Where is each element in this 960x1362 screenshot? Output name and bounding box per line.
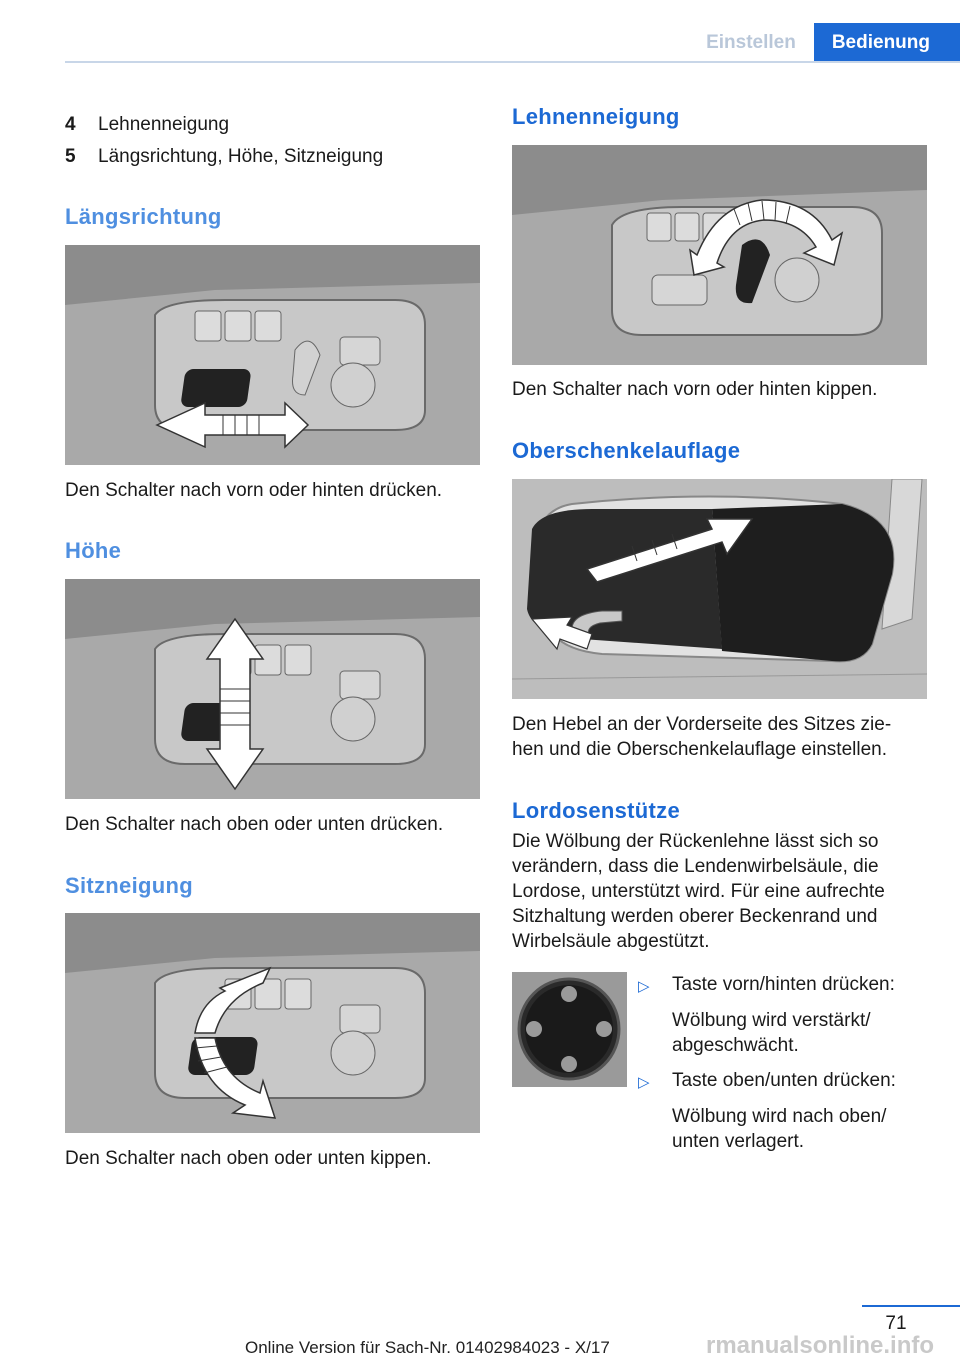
header-rule bbox=[65, 61, 960, 63]
tab-bedienung[interactable]: Bedienung bbox=[813, 23, 960, 62]
triangle-bullet-icon: ▷ bbox=[638, 1074, 650, 1091]
heading-hoehe: Höhe bbox=[65, 538, 122, 563]
bullet-text: Taste oben/unten drücken: bbox=[672, 1070, 896, 1091]
lordose-line: Lordose, unterstützt wird. Für eine aufr… bbox=[512, 881, 885, 902]
tab-einstellen[interactable]: Einstellen bbox=[688, 23, 814, 62]
bullet-subtext: Wölbung wird nach oben/ unten verlagert. bbox=[638, 1104, 938, 1154]
bullet-item: ▷ Taste vorn/hinten drücken: bbox=[638, 972, 938, 999]
figure-backrest-tilt bbox=[512, 145, 927, 365]
list-item: 4 Lehnenneigung bbox=[65, 112, 383, 144]
list-item: 5 Längsrichtung, Höhe, Sitzneigung bbox=[65, 144, 383, 176]
heading-sitzneigung: Sitzneigung bbox=[65, 873, 193, 898]
triangle-bullet-icon: ▷ bbox=[638, 978, 650, 995]
list-number: 4 bbox=[65, 114, 76, 135]
caption-laengsrichtung: Den Schalter nach vorn oder hinten drück… bbox=[65, 480, 443, 501]
lordose-line: Die Wölbung der Rückenlehne lässt sich s… bbox=[512, 831, 879, 852]
bullet-subtext: Wölbung wird verstärkt/ abgeschwächt. bbox=[638, 1008, 938, 1058]
figure-seat-switch-up-down bbox=[65, 579, 480, 799]
bullet-item: ▷ Taste oben/unten drücken: bbox=[638, 1068, 938, 1095]
lordose-line: verändern, dass die Lendenwirbelsäule, d… bbox=[512, 856, 879, 877]
caption-hoehe: Den Schalter nach oben oder unten drücke… bbox=[65, 814, 444, 835]
caption-lehnenneigung: Den Schalter nach vorn oder hinten kippe… bbox=[512, 379, 878, 400]
bullet-list: ▷ Taste vorn/hinten drücken: Wölbung wir… bbox=[638, 972, 938, 1154]
caption-sitzneigung: Den Schalter nach oben oder unten kippen… bbox=[65, 1148, 432, 1169]
figure-thigh-support bbox=[512, 479, 927, 699]
heading-lehnenneigung: Lehnenneigung bbox=[512, 104, 680, 129]
bullet-text: Taste vorn/hinten drücken: bbox=[672, 974, 895, 995]
numbered-list: 4 Lehnenneigung 5 Längsrichtung, Höhe, S… bbox=[65, 112, 383, 176]
bullet-subtext-line: abgeschwächt. bbox=[672, 1035, 799, 1056]
bullet-subtext-line: Wölbung wird nach oben/ bbox=[672, 1106, 887, 1127]
heading-lordosenstuetze: Lordosenstütze bbox=[512, 798, 680, 823]
caption-oberschenkelauflage-1: Den Hebel an der Vorderseite des Sitzes … bbox=[512, 714, 892, 735]
list-number: 5 bbox=[65, 146, 76, 167]
caption-oberschenkelauflage-2: hen und die Oberschenkelauflage einstell… bbox=[512, 739, 887, 760]
watermark: rmanualsonline.info bbox=[706, 1332, 935, 1359]
footer-text: Online Version für Sach-Nr. 01402984023 … bbox=[245, 1338, 610, 1357]
footer-rule bbox=[862, 1305, 960, 1307]
lordose-line: Wirbelsäule abgestützt. bbox=[512, 931, 710, 952]
list-text: Lehnenneigung bbox=[98, 114, 230, 135]
lordose-paragraph: Die Wölbung der Rückenlehne lässt sich s… bbox=[512, 829, 922, 954]
lordose-line: Sitzhaltung werden oberer Beckenrand und bbox=[512, 906, 878, 927]
heading-laengsrichtung: Längsrichtung bbox=[65, 204, 222, 229]
figure-seat-switch-tilt bbox=[65, 913, 480, 1133]
figure-lumbar-knob bbox=[512, 972, 627, 1087]
header-tabs: Einstellen Bedienung bbox=[688, 23, 960, 62]
bullet-subtext-line: Wölbung wird verstärkt/ bbox=[672, 1010, 871, 1031]
list-text: Längsrichtung, Höhe, Sitzneigung bbox=[98, 146, 384, 167]
figure-seat-switch-forward-back bbox=[65, 245, 480, 465]
heading-oberschenkelauflage: Oberschenkelauflage bbox=[512, 438, 741, 463]
page-number: 71 bbox=[885, 1313, 907, 1334]
bullet-subtext-line: unten verlagert. bbox=[672, 1131, 805, 1152]
